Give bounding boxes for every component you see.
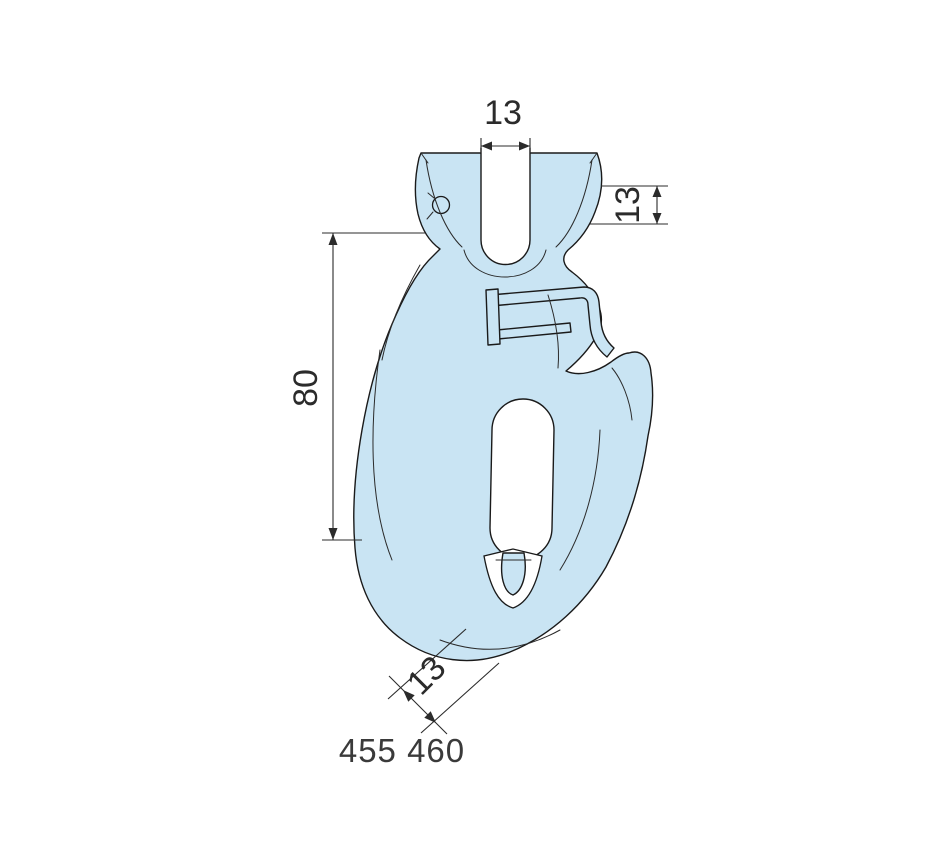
dimension-line bbox=[388, 675, 448, 735]
clevis-eye-outer-line bbox=[463, 249, 547, 278]
clevis-slot-outline bbox=[480, 147, 531, 266]
arrowhead-down bbox=[328, 528, 338, 540]
grab-slot-cutout bbox=[489, 398, 555, 560]
dimension-label-top: 13 bbox=[484, 94, 522, 132]
latch-bracket bbox=[485, 288, 501, 346]
dimension-label-left: 80 bbox=[287, 369, 325, 407]
dimension-label-right: 13 bbox=[609, 186, 647, 224]
arrowhead-downright bbox=[424, 711, 436, 723]
arrowhead-up bbox=[652, 186, 662, 197]
dimension-right-height: 13 bbox=[590, 185, 668, 225]
arrowhead-up bbox=[328, 233, 338, 245]
facet-lines bbox=[372, 152, 633, 650]
latch-spring-upper bbox=[489, 286, 615, 358]
arrowhead-upleft bbox=[403, 690, 415, 702]
dimension-top-width: 13 bbox=[480, 94, 531, 153]
arrowhead-right bbox=[519, 141, 530, 151]
arrowhead-down bbox=[652, 213, 662, 224]
clevis-slot-cutout bbox=[481, 146, 530, 265]
arrowhead-left bbox=[481, 141, 492, 151]
dimension-left-height: 80 bbox=[287, 232, 425, 541]
part-number: 455 460 bbox=[339, 732, 465, 769]
pin-clip-line bbox=[426, 192, 435, 220]
grab-hook-body bbox=[353, 146, 654, 662]
cradle-knob bbox=[500, 552, 526, 596]
